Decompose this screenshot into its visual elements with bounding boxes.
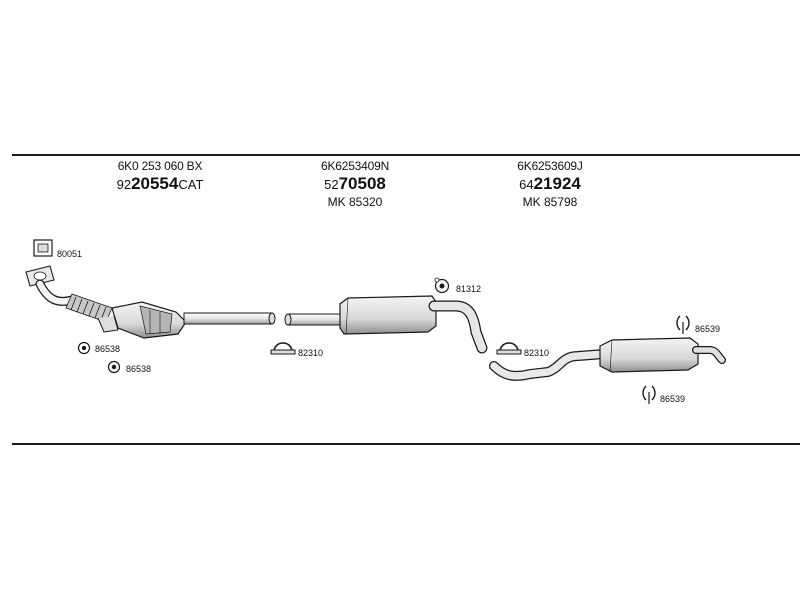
catalog-number: 5270508 [324, 174, 386, 193]
hanger-icon [642, 385, 656, 404]
top-divider [12, 154, 800, 156]
catalog-number: 9220554CAT [116, 174, 204, 193]
front-pipe-with-catalytic-converter [25, 265, 276, 339]
middle-silencer [284, 295, 488, 354]
gasket-icon [33, 239, 53, 257]
section-rear-silencer: 6K6253609J 6421924 MK 85798 [470, 159, 630, 209]
catalog-number: 6421924 [519, 174, 581, 193]
rubber-mount-icon [434, 277, 450, 294]
section-middle-silencer: 6K6253409N 5270508 MK 85320 [275, 159, 435, 209]
part-label-hanger: 86539 [695, 324, 720, 334]
part-label-nut: 86538 [95, 344, 120, 354]
bottom-divider [12, 443, 800, 445]
mounting-kit-number: MK 85798 [522, 195, 578, 209]
rear-silencer [489, 337, 726, 381]
hanger-icon [676, 315, 690, 334]
section-catalytic-converter: 6K0 253 060 BX 9220554CAT [80, 159, 240, 194]
mounting-kit-number: MK 85320 [327, 195, 383, 209]
part-label-clamp: 82310 [298, 348, 323, 358]
oem-part-number: 6K0 253 060 BX [117, 159, 203, 173]
part-label-gasket: 80051 [57, 249, 82, 259]
oem-part-number: 6K6253609J [517, 159, 583, 173]
clamp-icon [496, 342, 522, 355]
clamp-icon [270, 342, 296, 355]
part-label-clamp: 82310 [524, 348, 549, 358]
oem-part-number: 6K6253409N [320, 159, 390, 173]
part-label-rubber-mount: 81312 [456, 284, 481, 294]
part-label-nut: 86538 [126, 364, 151, 374]
part-label-hanger: 86539 [660, 394, 685, 404]
nut-icon [77, 341, 91, 355]
nut-icon [107, 360, 121, 374]
